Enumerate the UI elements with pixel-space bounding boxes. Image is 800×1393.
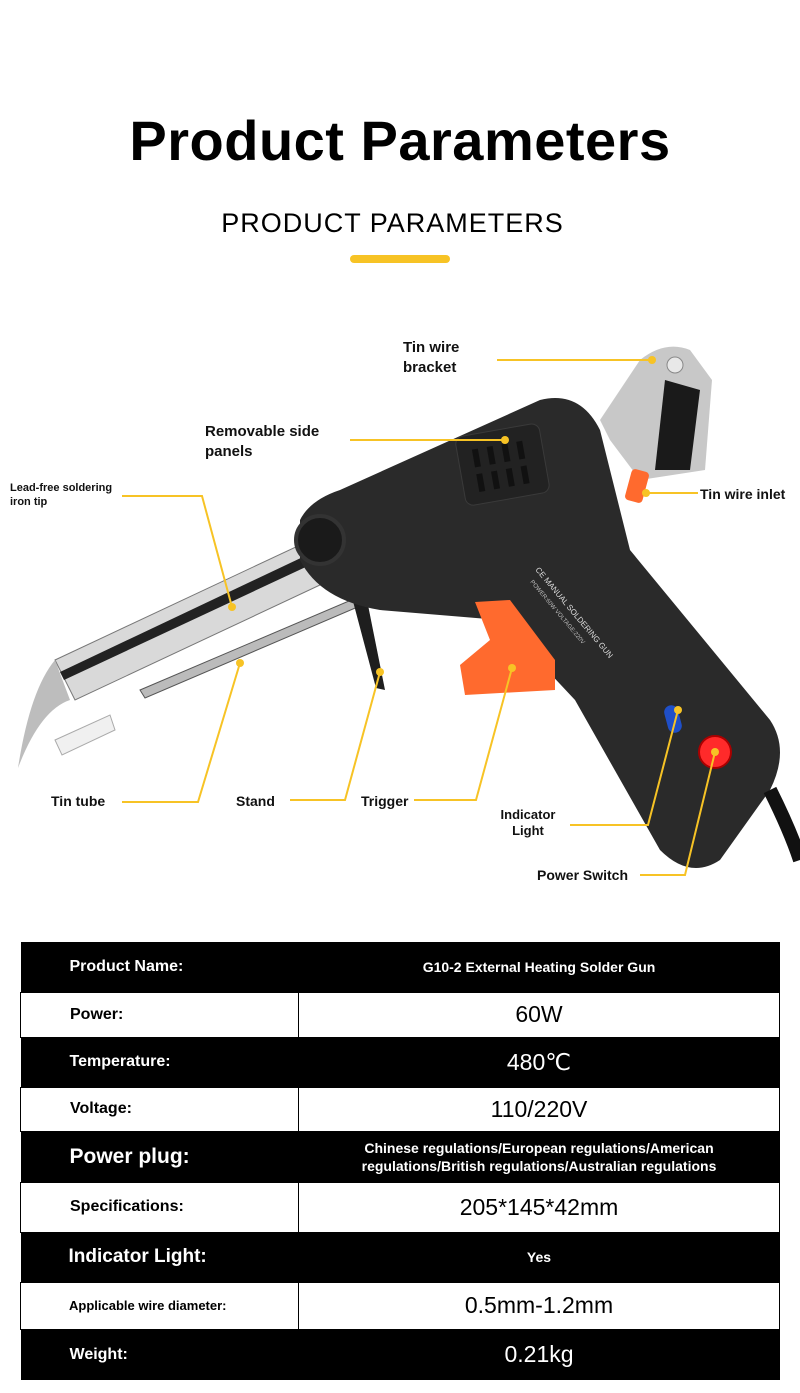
spec-value: Yes [298,1232,780,1282]
callout-dots [228,356,719,756]
tin-wire-inlet [625,469,649,503]
accent-bar [350,255,450,263]
spec-label: Power: [20,991,299,1038]
spec-label: Applicable wire diameter: [20,1281,299,1330]
spec-table: Product Name: G10-2 External Heating Sol… [20,942,780,1380]
spec-label: Specifications: [20,1181,299,1233]
stand [350,590,385,690]
callout-stand: Stand [236,793,275,809]
callout-indicator-light: Indicator Light [500,807,556,838]
callout-tin-wire-inlet: Tin wire inlet [700,486,786,502]
spec-value: 0.5mm-1.2mm [298,1281,780,1330]
spec-label: Product Name: [20,942,299,992]
spec-row-product-name: Product Name: G10-2 External Heating Sol… [20,942,780,992]
callout-trigger: Trigger [361,793,409,809]
spec-value: Chinese regulations/European regulations… [298,1131,780,1182]
spec-row-temperature: Temperature: 480℃ [20,1037,780,1087]
spec-label: Indicator Light: [20,1232,299,1282]
spec-label: Voltage: [20,1086,299,1132]
callout-lines [122,359,716,876]
spec-value: 60W [298,991,780,1038]
spec-row-power: Power: 60W [20,991,780,1038]
spec-row-indicator-light: Indicator Light: Yes [20,1232,780,1282]
trigger [460,600,555,695]
callout-power-switch: Power Switch [537,867,629,883]
callout-lead-free-tip: Lead-free soldering iron tip [10,482,113,508]
gun-body [300,398,780,868]
soldering-tip [18,660,70,768]
callout-tin-tube: Tin tube [51,793,106,809]
removable-side-panel [455,423,550,506]
spec-value: 0.21kg [298,1329,780,1380]
callout-tin-wire-bracket: Tin wire bracket [403,339,460,376]
spec-row-voltage: Voltage: 110/220V [20,1086,780,1132]
soldering-gun-illustration: CE MANUAL SOLDERING GUN POWER:60W VOLTAG… [18,346,800,876]
spec-row-power-plug: Power plug: Chinese regulations/European… [20,1131,780,1182]
spec-value: 110/220V [298,1086,780,1132]
page-title: Product Parameters [129,109,671,172]
spec-value: 205*145*42mm [298,1181,780,1233]
spec-label: Weight: [20,1329,299,1380]
spec-value: 480℃ [298,1037,780,1087]
spec-label: Temperature: [20,1037,299,1087]
spec-row-wire-diameter: Applicable wire diameter: 0.5mm-1.2mm [20,1281,780,1330]
spec-label: Power plug: [20,1131,299,1182]
spec-value: G10-2 External Heating Solder Gun [298,942,780,992]
spec-row-weight: Weight: 0.21kg [20,1329,780,1380]
spec-row-specifications: Specifications: 205*145*42mm [20,1181,780,1233]
callout-removable-side-panels: Removable side panels [205,423,320,460]
page-subtitle: PRODUCT PARAMETERS [221,208,564,238]
